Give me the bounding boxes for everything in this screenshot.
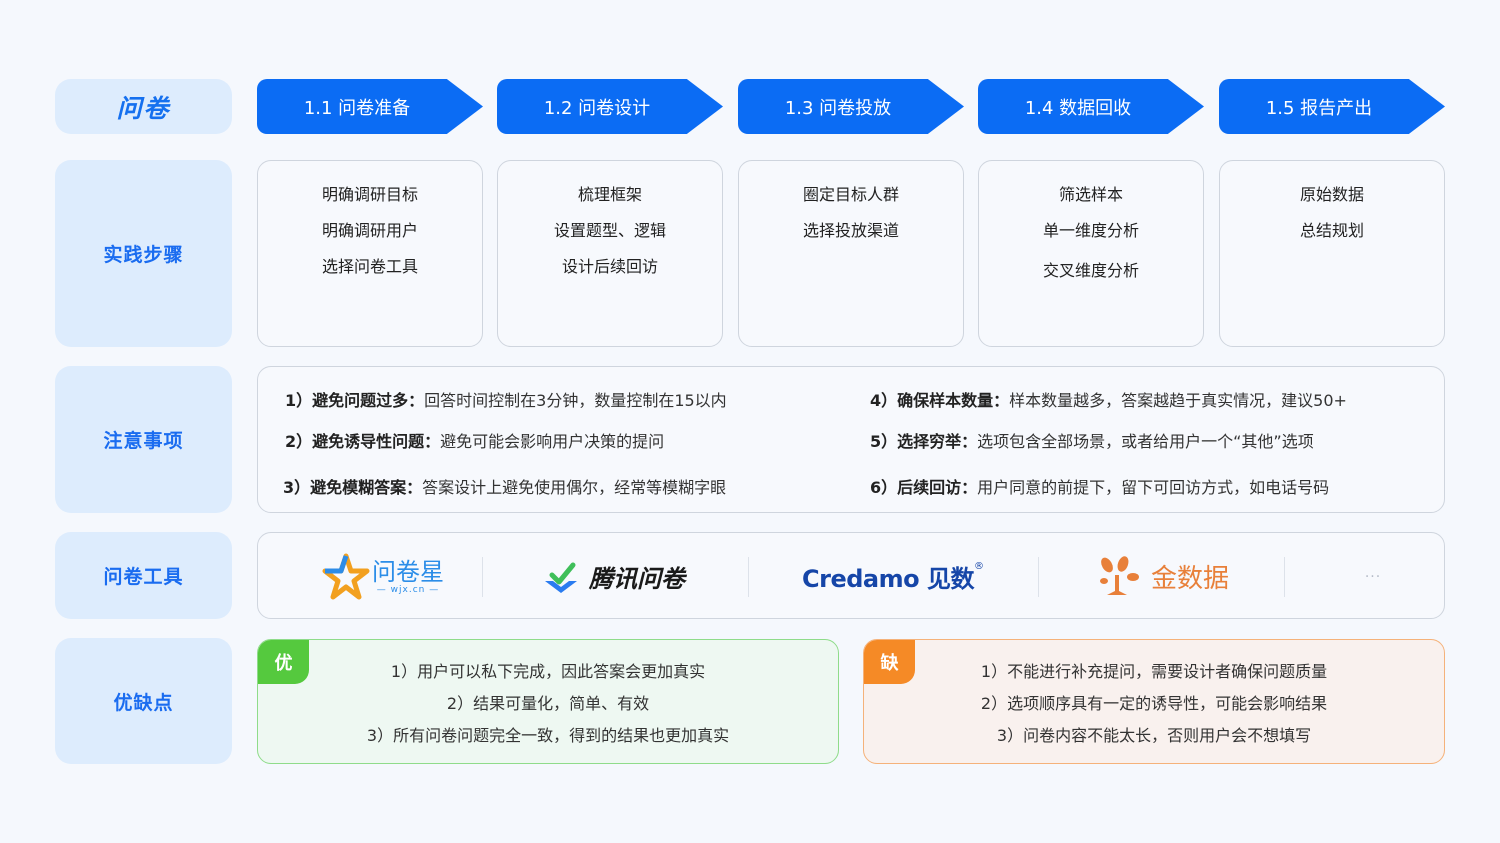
pros-item: 1）用户可以私下完成，因此答案会更加真实 xyxy=(390,662,706,681)
pros-panel: 优 1）用户可以私下完成，因此答案会更加真实 2）结果可量化，简单、有效 3）所… xyxy=(257,639,839,764)
note-text: 用户同意的前提下，留下可回访方式，如电话号码 xyxy=(977,478,1330,497)
cons-tag: 缺 xyxy=(864,640,915,684)
cons-panel: 缺 1）不能进行补充提问，需要设计者确保问题质量 2）选项顺序具有一定的诱导性，… xyxy=(863,639,1445,764)
note-title: 6）后续回访： xyxy=(870,478,978,497)
note-title: 1）避免问题过多： xyxy=(285,391,425,410)
tool-jinshuju: 金数据 xyxy=(1078,533,1248,620)
note-title: 5）选择穷举： xyxy=(870,432,978,451)
tool-name: 问卷星 xyxy=(372,557,444,586)
more-tools[interactable]: ··· xyxy=(1328,533,1418,620)
more-icon: ··· xyxy=(1364,568,1382,585)
step-item: 选择投放渠道 xyxy=(802,221,899,240)
note-title: 3）避免模糊答案： xyxy=(283,478,423,497)
stage-steps-5: 原始数据 总结规划 xyxy=(1219,160,1445,347)
note-text: 选项包含全部场景，或者给用户一个“其他”选项 xyxy=(977,432,1314,451)
cons-item: 3）问卷内容不能太长，否则用户会不想填写 xyxy=(996,726,1312,745)
row-label-tools: 问卷工具 xyxy=(55,532,232,619)
stage-header-2: 1.2 问卷设计 xyxy=(497,79,723,134)
pros-tag: 优 xyxy=(258,640,309,684)
stage-steps-3: 圈定目标人群 选择投放渠道 xyxy=(738,160,964,347)
stage-header-3: 1.3 问卷投放 xyxy=(738,79,964,134)
divider xyxy=(482,557,483,597)
tool-name: 金数据 xyxy=(1150,564,1229,594)
tree-icon xyxy=(1097,555,1141,599)
step-item: 原始数据 xyxy=(1299,185,1364,204)
step-item: 设置题型、逻辑 xyxy=(553,221,666,240)
star-icon xyxy=(322,553,370,601)
note-text: 答案设计上避免使用偶尔，经常等模糊字眼 xyxy=(422,478,727,497)
stage-header-5: 1.5 报告产出 xyxy=(1219,79,1445,134)
step-item: 单一维度分析 xyxy=(1042,221,1139,240)
step-item: 梳理框架 xyxy=(577,185,642,204)
stage-steps-1: 明确调研目标 明确调研用户 选择问卷工具 xyxy=(257,160,483,347)
step-item: 明确调研目标 xyxy=(321,185,418,204)
tool-credamo: Credamo 见数 ® xyxy=(788,533,998,620)
tool-sub: — wjx.cn — xyxy=(376,584,440,595)
divider xyxy=(1038,557,1039,597)
divider xyxy=(1284,557,1285,597)
step-item: 总结规划 xyxy=(1299,221,1364,240)
pros-item: 2）结果可量化，简单、有效 xyxy=(446,694,650,713)
stage-steps-2: 梳理框架 设置题型、逻辑 设计后续回访 xyxy=(497,160,723,347)
notes-panel: 1）避免问题过多：回答时间控制在3分钟，数量控制在15以内 2）避免诱导性问题：… xyxy=(257,366,1445,513)
step-item: 圈定目标人群 xyxy=(802,185,899,204)
note-item-2: 2）避免诱导性问题：避免可能会影响用户决策的提问 xyxy=(285,428,664,452)
step-item: 设计后续回访 xyxy=(561,257,658,276)
tool-tencent: 腾讯问卷 xyxy=(528,533,698,620)
divider xyxy=(748,557,749,597)
stage-header-4: 1.4 数据回收 xyxy=(978,79,1204,134)
row-label-steps: 实践步骤 xyxy=(55,160,232,347)
note-text: 避免可能会影响用户决策的提问 xyxy=(440,432,665,451)
note-item-4: 4）确保样本数量：样本数量越多，答案越趋于真实情况，建议50+ xyxy=(870,387,1347,411)
note-item-6: 6）后续回访：用户同意的前提下，留下可回访方式，如电话号码 xyxy=(870,474,1329,498)
step-item: 明确调研用户 xyxy=(321,221,418,240)
note-title: 2）避免诱导性问题： xyxy=(285,432,441,451)
note-text: 回答时间控制在3分钟，数量控制在15以内 xyxy=(424,391,727,410)
step-item: 选择问卷工具 xyxy=(321,257,418,276)
note-item-5: 5）选择穷举：选项包含全部场景，或者给用户一个“其他”选项 xyxy=(870,428,1314,452)
pros-item: 3）所有问卷问题完全一致，得到的结果也更加真实 xyxy=(366,726,730,745)
cons-item: 2）选项顺序具有一定的诱导性，可能会影响结果 xyxy=(980,694,1328,713)
note-item-1: 1）避免问题过多：回答时间控制在3分钟，数量控制在15以内 xyxy=(285,387,727,411)
step-item: 筛选样本 xyxy=(1058,185,1123,204)
tools-panel: 问卷星 — wjx.cn — 腾讯问卷 Credamo 见数 ® xyxy=(257,532,1445,619)
tool-name: Credamo 见数 xyxy=(802,565,974,593)
registered-mark: ® xyxy=(973,561,984,572)
tool-wjx: 问卷星 — wjx.cn — xyxy=(313,533,453,620)
step-item: 交叉维度分析 xyxy=(1042,261,1139,280)
stage-header-1: 1.1 问卷准备 xyxy=(257,79,483,134)
row-label-notes: 注意事项 xyxy=(55,366,232,513)
check-layers-icon xyxy=(541,557,581,597)
cons-item: 1）不能进行补充提问，需要设计者确保问题质量 xyxy=(980,662,1328,681)
note-title: 4）确保样本数量： xyxy=(870,391,1010,410)
note-item-3: 3）避免模糊答案：答案设计上避免使用偶尔，经常等模糊字眼 xyxy=(283,474,726,498)
stage-steps-4: 筛选样本 单一维度分析 交叉维度分析 xyxy=(978,160,1204,347)
title-label: 问卷 xyxy=(55,79,232,134)
tool-name: 腾讯问卷 xyxy=(589,565,685,593)
note-text: 样本数量越多，答案越趋于真实情况，建议50+ xyxy=(1009,391,1347,410)
row-label-pros-cons: 优缺点 xyxy=(55,638,232,764)
